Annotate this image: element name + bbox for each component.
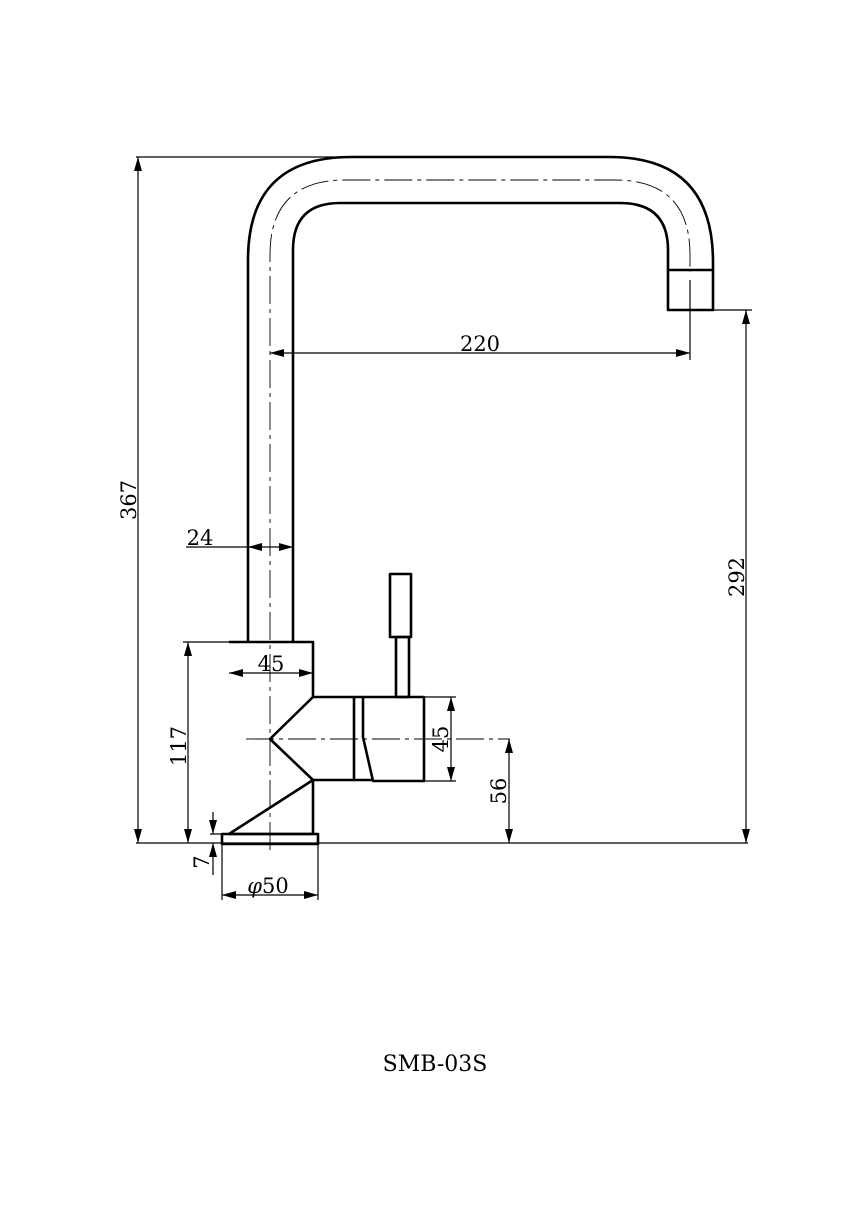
dim-base-diameter-value: 50 xyxy=(262,874,289,898)
spout-inner-edge xyxy=(291,201,670,642)
handle-connector xyxy=(268,695,356,782)
dim-body-height: 117 xyxy=(167,726,191,766)
connector-edge xyxy=(354,695,373,782)
dimension-labels: 367 292 220 24 117 45 45 56 7 φ50 xyxy=(117,332,749,898)
spout-center-line xyxy=(269,179,691,850)
handle-cap xyxy=(361,695,426,783)
dim-tube-diameter: 24 xyxy=(187,526,214,550)
dim-handle-axis-height: 56 xyxy=(487,778,511,805)
faucet-base xyxy=(220,832,320,846)
handle-lever-rod xyxy=(394,635,411,699)
diameter-symbol: φ xyxy=(247,874,262,898)
spout-outer-edge xyxy=(246,155,715,642)
dim-spout-height: 292 xyxy=(725,557,749,597)
dim-base-diameter: φ50 xyxy=(247,874,288,898)
dim-total-height: 367 xyxy=(117,480,141,520)
handle-lever-grip xyxy=(388,572,413,639)
dim-body-width: 45 xyxy=(258,652,285,676)
dim-base-thickness: 7 xyxy=(190,855,214,868)
dim-handle-width: 45 xyxy=(429,726,453,753)
model-number: SMB-03S xyxy=(383,1052,488,1077)
faucet-outline xyxy=(220,155,715,850)
dim-spout-reach: 220 xyxy=(460,332,500,356)
dimensions xyxy=(134,156,752,900)
